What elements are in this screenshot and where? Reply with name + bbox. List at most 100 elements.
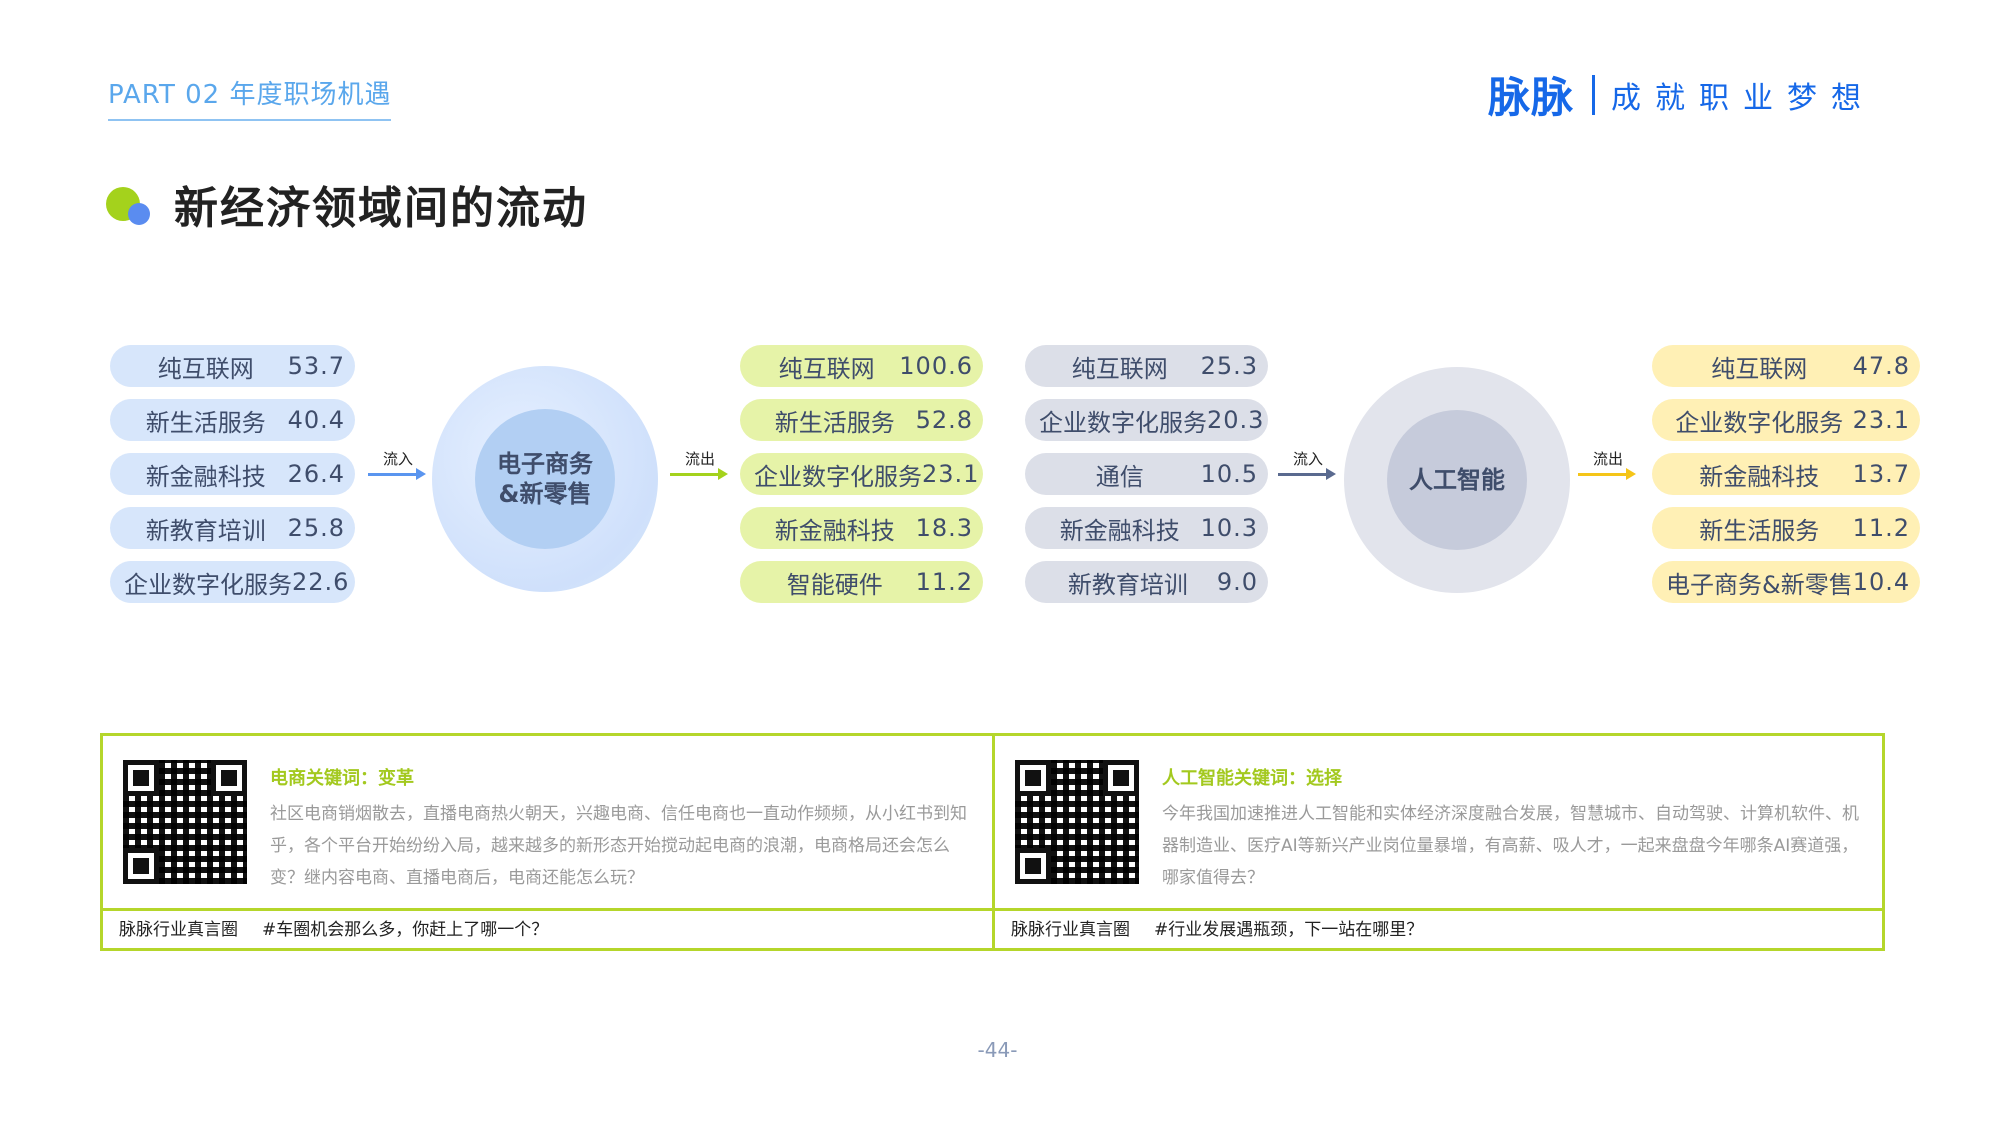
pill-value: 47.8 — [1852, 352, 1910, 380]
ai-circle: 人工智能 — [1344, 367, 1570, 593]
pill-industry-name: 纯互联网 — [157, 354, 254, 383]
arrow-label: 流出 — [1592, 450, 1623, 468]
arrow-label: 流入 — [1292, 450, 1323, 468]
info-ai: 人工智能关键词：选择 今年我国加速推进人工智能和实体经济深度融合发展，智慧城市、… — [995, 736, 1882, 948]
ai-inflow-arrow: 流入 — [1278, 448, 1338, 480]
title-dots-icon — [104, 181, 156, 227]
pill-industry-name: 新生活服务 — [774, 408, 895, 437]
ecommerce-label-line1: 电子商务 — [497, 450, 593, 478]
arrow-right-icon — [1578, 468, 1636, 480]
info-ai-top: 人工智能关键词：选择 今年我国加速推进人工智能和实体经济深度融合发展，智慧城市、… — [995, 736, 1882, 911]
pill-value: 23.1 — [922, 460, 980, 488]
pill-industry-name: 企业数字化服务 — [124, 570, 292, 599]
info-heading: 人工智能关键词：选择 — [1162, 768, 1342, 789]
flow-pill: 新金融科技 13.7 — [1652, 453, 1920, 495]
info-ai-text: 人工智能关键词：选择 今年我国加速推进人工智能和实体经济深度融合发展，智慧城市、… — [1162, 764, 1864, 894]
pill-industry-name: 新教育培训 — [145, 516, 266, 545]
flow-pill: 新金融科技 18.3 — [740, 507, 983, 549]
pill-industry-name: 企业数字化服务 — [1675, 408, 1844, 437]
flow-pill: 新金融科技 26.4 — [110, 453, 355, 495]
brand-logo: 脉脉 — [1487, 73, 1574, 122]
hashtag-topic[interactable]: #车圈机会那么多，你赶上了哪一个？ — [262, 920, 549, 940]
ecommerce-label-line2: &新零售 — [498, 480, 592, 508]
circle-name: 脉脉行业真言圈 — [1011, 920, 1130, 940]
qr-finder-icon — [1015, 760, 1051, 796]
brand-divider — [1592, 74, 1595, 115]
pill-value: 20.3 — [1207, 406, 1265, 434]
hashtag-topic[interactable]: #行业发展遇瓶颈，下一站在哪里？ — [1154, 920, 1424, 940]
pill-value: 10.3 — [1200, 514, 1258, 542]
qr-finder-icon — [1103, 760, 1139, 796]
qr-finder-icon — [123, 760, 159, 796]
arrow-right-icon — [670, 468, 728, 480]
arrow-right-icon — [1278, 468, 1336, 480]
arrow-right-icon — [368, 468, 426, 480]
ai-circle-label: 人工智能 — [1387, 410, 1527, 550]
pill-industry-name: 智能硬件 — [786, 570, 883, 599]
pill-industry-name: 新金融科技 — [1699, 462, 1820, 491]
arrow-label: 流出 — [684, 450, 715, 468]
flow-pill: 新生活服务 11.2 — [1652, 507, 1920, 549]
pill-industry-name: 通信 — [1095, 462, 1144, 491]
pill-industry-name: 企业数字化服务 — [754, 462, 922, 491]
qr-code-icon[interactable] — [1015, 760, 1139, 884]
flow-pill: 新教育培训 25.8 — [110, 507, 355, 549]
ecommerce-circle-label: 电子商务 &新零售 — [475, 409, 615, 549]
brand-slogan: 成就职业梦想 — [1611, 80, 1875, 116]
pill-value: 26.4 — [287, 460, 345, 488]
page-title: 新经济领域间的流动 — [174, 183, 588, 234]
pill-industry-name: 纯互联网 — [1071, 354, 1168, 383]
circle-name: 脉脉行业真言圈 — [119, 920, 238, 940]
ecommerce-outflow-arrow: 流出 — [670, 448, 730, 480]
section-title: 新经济领域间的流动 — [104, 172, 588, 236]
qr-code-icon[interactable] — [123, 760, 247, 884]
pill-industry-name: 新金融科技 — [774, 516, 895, 545]
pill-value: 22.6 — [292, 568, 350, 596]
info-heading: 电商关键词：变革 — [270, 768, 414, 789]
info-ecommerce-top: 电商关键词：变革 社区电商销烟散去，直播电商热火朝天，兴趣电商、信任电商也一直动… — [103, 736, 992, 911]
part-label: PART 02 年度职场机遇 — [108, 74, 392, 121]
pill-value: 10.4 — [1852, 568, 1911, 596]
pill-value: 18.3 — [915, 514, 973, 542]
pill-industry-name: 纯互联网 — [778, 354, 875, 383]
ai-outflow-arrow: 流出 — [1578, 448, 1638, 480]
info-footer: 脉脉行业真言圈 #车圈机会那么多，你赶上了哪一个？ — [119, 915, 548, 940]
flow-pill: 纯互联网 53.7 — [110, 345, 355, 387]
pill-industry-name: 新生活服务 — [1699, 516, 1820, 545]
flow-pill: 纯互联网 47.8 — [1652, 345, 1920, 387]
pill-value: 13.7 — [1852, 460, 1910, 488]
info-ecommerce-text: 电商关键词：变革 社区电商销烟散去，直播电商热火朝天，兴趣电商、信任电商也一直动… — [270, 764, 974, 894]
pill-industry-name: 纯互联网 — [1711, 354, 1808, 383]
info-ecommerce: 电商关键词：变革 社区电商销烟散去，直播电商热火朝天，兴趣电商、信任电商也一直动… — [103, 736, 995, 948]
pill-value: 53.7 — [287, 352, 345, 380]
ecommerce-inflow-arrow: 流入 — [368, 448, 428, 480]
qr-finder-icon — [1015, 848, 1051, 884]
qr-finder-icon — [123, 848, 159, 884]
info-panel: 电商关键词：变革 社区电商销烟散去，直播电商热火朝天，兴趣电商、信任电商也一直动… — [100, 733, 1885, 951]
pill-industry-name: 新金融科技 — [145, 462, 266, 491]
ecommerce-circle: 电子商务 &新零售 — [432, 366, 658, 592]
pill-value: 11.2 — [1852, 514, 1910, 542]
info-body: 今年我国加速推进人工智能和实体经济深度融合发展，智慧城市、自动驾驶、计算机软件、… — [1162, 804, 1859, 888]
pill-value: 25.3 — [1200, 352, 1258, 380]
blue-dot-icon — [128, 203, 150, 225]
info-footer: 脉脉行业真言圈 #行业发展遇瓶颈，下一站在哪里？ — [1011, 915, 1423, 940]
pill-industry-name: 新教育培训 — [1067, 570, 1188, 599]
pill-value: 25.8 — [287, 514, 345, 542]
